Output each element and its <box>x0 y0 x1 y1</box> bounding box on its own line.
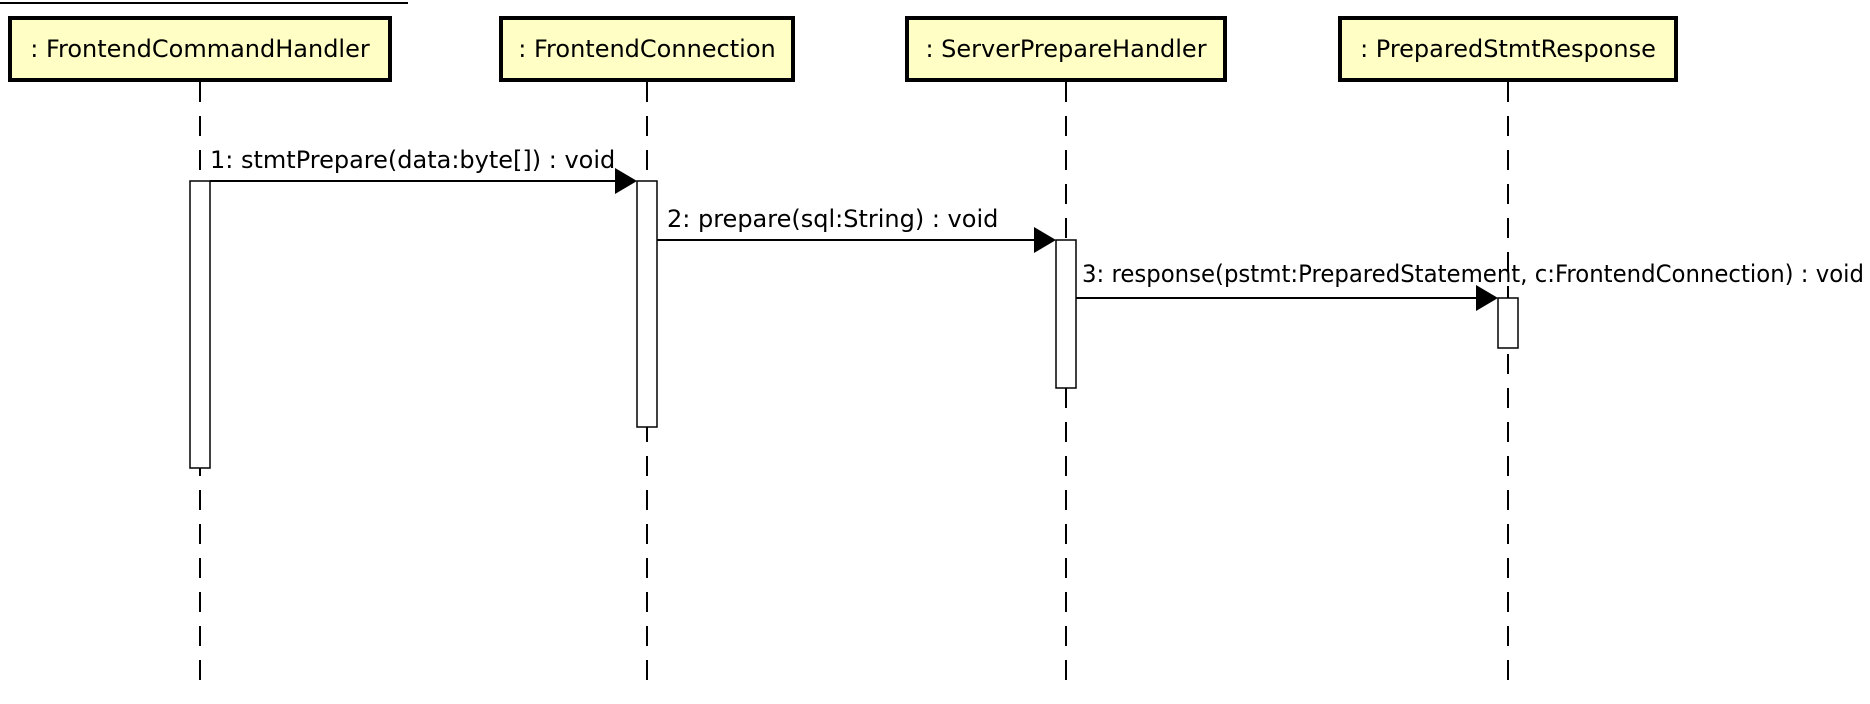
message-arrowhead <box>1476 285 1498 311</box>
lifeline-frontend-connection: : FrontendConnection <box>499 16 795 690</box>
lifeline-header-box[interactable] <box>905 16 1227 82</box>
lifeline-label: : ServerPrepareHandler <box>925 35 1206 63</box>
lifeline-label: : FrontendConnection <box>518 35 775 63</box>
message-label: 1: stmtPrepare(data:byte[]) : void <box>210 146 615 174</box>
message-arrowhead <box>615 168 637 194</box>
message-2[interactable]: 2: prepare(sql:String) : void <box>657 205 1056 253</box>
activation-bar <box>1497 297 1519 349</box>
lifeline-header-box[interactable] <box>499 16 795 82</box>
message-arrowhead <box>1034 227 1056 253</box>
activation-bar <box>636 180 658 428</box>
lifeline-label: : PreparedStmtResponse <box>1360 35 1656 63</box>
message-label: 3: response(pstmt:PreparedStatement, c:F… <box>1082 260 1864 288</box>
activation-bar <box>1055 239 1077 389</box>
lifeline-header-box[interactable] <box>8 16 392 82</box>
lifeline-server-prepare-handler: : ServerPrepareHandler <box>905 16 1227 690</box>
lifeline-label: : FrontendCommandHandler <box>30 35 370 63</box>
message-label: 2: prepare(sql:String) : void <box>667 205 998 233</box>
message-3[interactable]: 3: response(pstmt:PreparedStatement, c:F… <box>1076 260 1864 311</box>
lifeline-frontend-command-handler: : FrontendCommandHandler <box>8 16 392 690</box>
message-1[interactable]: 1: stmtPrepare(data:byte[]) : void <box>210 146 637 194</box>
lifeline-header-box[interactable] <box>1338 16 1678 82</box>
lifeline-prepared-stmt-response: : PreparedStmtResponse <box>1338 16 1678 690</box>
activation-bar <box>189 180 211 469</box>
